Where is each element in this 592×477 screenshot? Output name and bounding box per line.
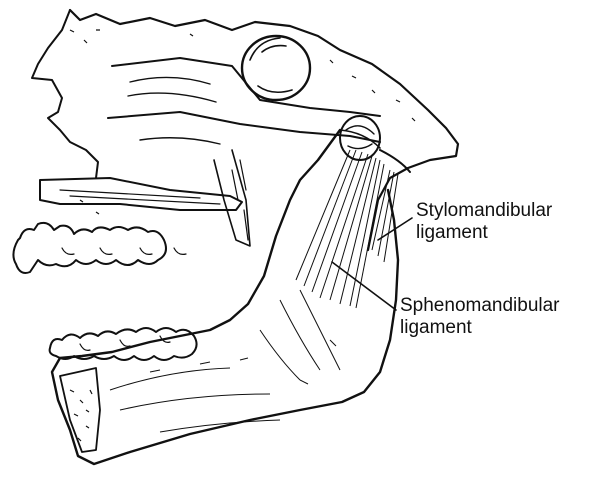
stylomandibular-label-line1: Stylomandibular (416, 200, 552, 222)
stylomandibular-label-line2: ligament (416, 222, 552, 244)
ligament-fibers (296, 150, 398, 308)
maxilla-outline (32, 10, 458, 250)
mandible (52, 130, 398, 464)
sphenomandibular-label-line1: Sphenomandibular (400, 295, 560, 317)
sphenomandibular-label-line2: ligament (400, 317, 560, 339)
upper-teeth (13, 223, 186, 273)
stylomandibular-ligament-label: Stylomandibular ligament (416, 200, 552, 244)
lower-teeth (50, 328, 197, 360)
sphenomandibular-ligament-label: Sphenomandibular ligament (400, 295, 560, 339)
